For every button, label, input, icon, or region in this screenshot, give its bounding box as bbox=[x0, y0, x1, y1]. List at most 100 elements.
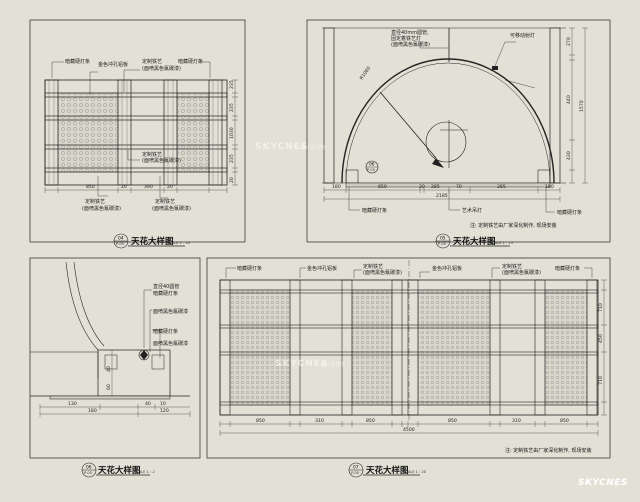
p07-label-custom-iron-2: 定制铁艺 bbox=[502, 263, 522, 270]
sheet-frames bbox=[29, 19, 611, 459]
p06-title-ref: P-05 bbox=[84, 471, 92, 475]
p06-title-block: 06 P-05 天花大样图 SCALE 1 : 2 bbox=[81, 462, 155, 478]
panel-07-plan bbox=[219, 260, 599, 420]
p04-title-num: 04 bbox=[118, 236, 124, 242]
p04-title-ref: P-05 bbox=[116, 242, 124, 246]
p04-label-custom-iron-bottom: 定制铁艺 bbox=[85, 198, 105, 205]
watermark-sub-bottom: 设计素材馆 bbox=[320, 361, 345, 368]
p05-label-art-pendant: 艺术吊灯 bbox=[462, 207, 482, 214]
p07-dim-850d: 850 bbox=[560, 418, 569, 424]
p04-dim-20b: 20 bbox=[167, 184, 173, 190]
p07-vertical-dims: 710 450 710 bbox=[598, 303, 604, 385]
p07-label-black-coating-2: (面喷黑色氟碳漆) bbox=[502, 269, 541, 276]
p07-dim-total: 4500 bbox=[403, 427, 415, 433]
p06-label-light-strip: 暗藏硬灯条 bbox=[153, 290, 178, 297]
p07-scale: SCALE 1 : 20 bbox=[403, 470, 427, 474]
p04-dim-850: 850 bbox=[86, 184, 95, 190]
p04-label-custom-iron-bottom-right: 定制铁艺 bbox=[155, 198, 175, 205]
p05-title-block: 05 P-05 天花大样图 SCALE 1 : 15 bbox=[435, 233, 513, 249]
p07-label-perforated-aluminum: 金色冲孔铝板 bbox=[307, 265, 337, 272]
p05-radius: R1060 bbox=[359, 65, 372, 81]
p05-dim-285b: 285 bbox=[497, 184, 506, 190]
p07-vdim-2: 710 bbox=[598, 376, 604, 385]
p04-label-black-coating-bottom-right: (面喷黑色氟碳漆) bbox=[152, 205, 191, 212]
p04-scale: SCALE 1 : 20 bbox=[167, 241, 191, 245]
p04-vdim-4: 20 bbox=[229, 177, 235, 183]
p05-dim-70: 70 bbox=[456, 184, 462, 190]
p07-annotations bbox=[225, 267, 593, 278]
p05-label-fix: 固定着铁艺灯 bbox=[391, 35, 421, 42]
watermark-brand-bottom: SKYCNES bbox=[275, 359, 328, 369]
panel-05-arch bbox=[322, 27, 566, 188]
p06-title: 天花大样图 bbox=[98, 465, 141, 476]
p07-title-num: 07 bbox=[353, 465, 359, 471]
panel-06-section-detail bbox=[30, 261, 190, 400]
p06-dim-40: 40 bbox=[145, 401, 151, 407]
p05-callout-num: 06 bbox=[369, 162, 375, 168]
p04-title-block: 04 P-05 天花大样图 SCALE 1 : 20 bbox=[113, 233, 191, 249]
p04-label-light-strip-right: 暗藏硬灯条 bbox=[178, 58, 203, 65]
p06-label-tube: 直径40圆管 bbox=[153, 283, 179, 290]
p05-label-light-strip-right: 暗藏硬灯条 bbox=[557, 209, 582, 216]
p05-vdim-0: 270 bbox=[566, 37, 572, 46]
p04-label-custom-iron-mid: 定制铁艺 bbox=[142, 151, 162, 158]
p07-dim-850b: 850 bbox=[366, 418, 375, 424]
p04-dimension-lines bbox=[44, 79, 238, 193]
p06-label-coating-2: 面喷黑色氟碳漆 bbox=[153, 340, 188, 347]
p04-dim-20: 20 bbox=[121, 184, 127, 190]
p07-label-custom-iron: 定制铁艺 bbox=[363, 263, 383, 270]
p05-dim-total: 2185 bbox=[436, 193, 448, 199]
p06-vdim-60: 60 bbox=[106, 384, 112, 390]
p07-vdim-0: 710 bbox=[598, 303, 604, 312]
p07-label-perforated-aluminum-2: 金色冲孔铝板 bbox=[432, 265, 462, 272]
p05-title-num: 05 bbox=[440, 236, 446, 242]
p05-annotations bbox=[348, 41, 555, 213]
p05-dimension-lines bbox=[323, 27, 588, 202]
p07-dim-310: 310 bbox=[315, 418, 324, 424]
p07-title: 天花大样图 bbox=[366, 465, 409, 476]
p06-dim-10: 10 bbox=[160, 401, 166, 407]
p04-label-custom-iron: 定制铁艺 bbox=[142, 58, 162, 65]
p06-dim-130: 130 bbox=[68, 401, 77, 407]
p04-label-light-strip: 暗藏硬灯条 bbox=[65, 58, 90, 65]
p07-title-ref: P-05 bbox=[351, 471, 359, 475]
p05-label-coating: (面喷黑色氟碳漆) bbox=[391, 41, 430, 48]
watermark-brand-top: SKYCNES bbox=[255, 142, 308, 152]
p05-callout-06[interactable]: 06 P-05 bbox=[365, 160, 379, 174]
p05-vdim-total: 1570 bbox=[579, 100, 585, 112]
p06-dim-120: 120 bbox=[160, 408, 169, 414]
corner-logo: SKYCNES bbox=[578, 478, 628, 488]
p05-callout-ref: P-05 bbox=[367, 168, 375, 172]
p05-dim-850: 850 bbox=[378, 184, 387, 190]
p04-vdim-0: 235 bbox=[229, 80, 235, 89]
p05-dim-180: 180 bbox=[332, 184, 341, 190]
watermark-sub-top: 设计素材馆 bbox=[300, 144, 325, 151]
p07-dim-310b: 310 bbox=[512, 418, 521, 424]
p05-vertical-dims: 270 440 430 1570 bbox=[566, 37, 585, 160]
p06-scale: SCALE 1 : 2 bbox=[134, 470, 155, 474]
p06-vdim-40: 40 bbox=[106, 366, 112, 372]
p06-dim-180: 180 bbox=[88, 408, 97, 414]
p06-annotations bbox=[143, 289, 161, 358]
p04-label-black-coating-bottom: (面喷黑色氟碳漆) bbox=[82, 205, 121, 212]
p07-dim-850c: 850 bbox=[448, 418, 457, 424]
p04-label-black-coating-mid: (面喷黑色氟碳漆) bbox=[142, 157, 181, 164]
p05-label-tube: 直径40mm圆管, bbox=[391, 29, 429, 36]
p06-title-num: 06 bbox=[86, 465, 92, 471]
p04-vdim-1: 235 bbox=[229, 103, 235, 112]
p04-vertical-dims: 235 235 1030 235 20 bbox=[229, 80, 235, 183]
p06-label-light-strip-2: 暗藏硬灯条 bbox=[153, 328, 178, 335]
p05-label-spotlight: 可移动射灯 bbox=[510, 32, 535, 39]
p05-title: 天花大样图 bbox=[453, 236, 496, 247]
p04-dim-390: 390 bbox=[144, 184, 153, 190]
p05-dim-285: 285 bbox=[431, 184, 440, 190]
p04-vdim-2: 1030 bbox=[229, 127, 235, 139]
p04-label-perforated-aluminum: 金色冲孔铝板 bbox=[98, 61, 128, 68]
p05-vdim-1: 440 bbox=[566, 95, 572, 104]
panel-04-frame-elevation bbox=[44, 79, 228, 186]
p05-title-ref: P-05 bbox=[438, 242, 446, 246]
p07-dimension-lines bbox=[219, 279, 607, 436]
p05-label-light-strip: 暗藏硬灯条 bbox=[362, 207, 387, 214]
p05-vdim-2: 430 bbox=[566, 151, 572, 160]
